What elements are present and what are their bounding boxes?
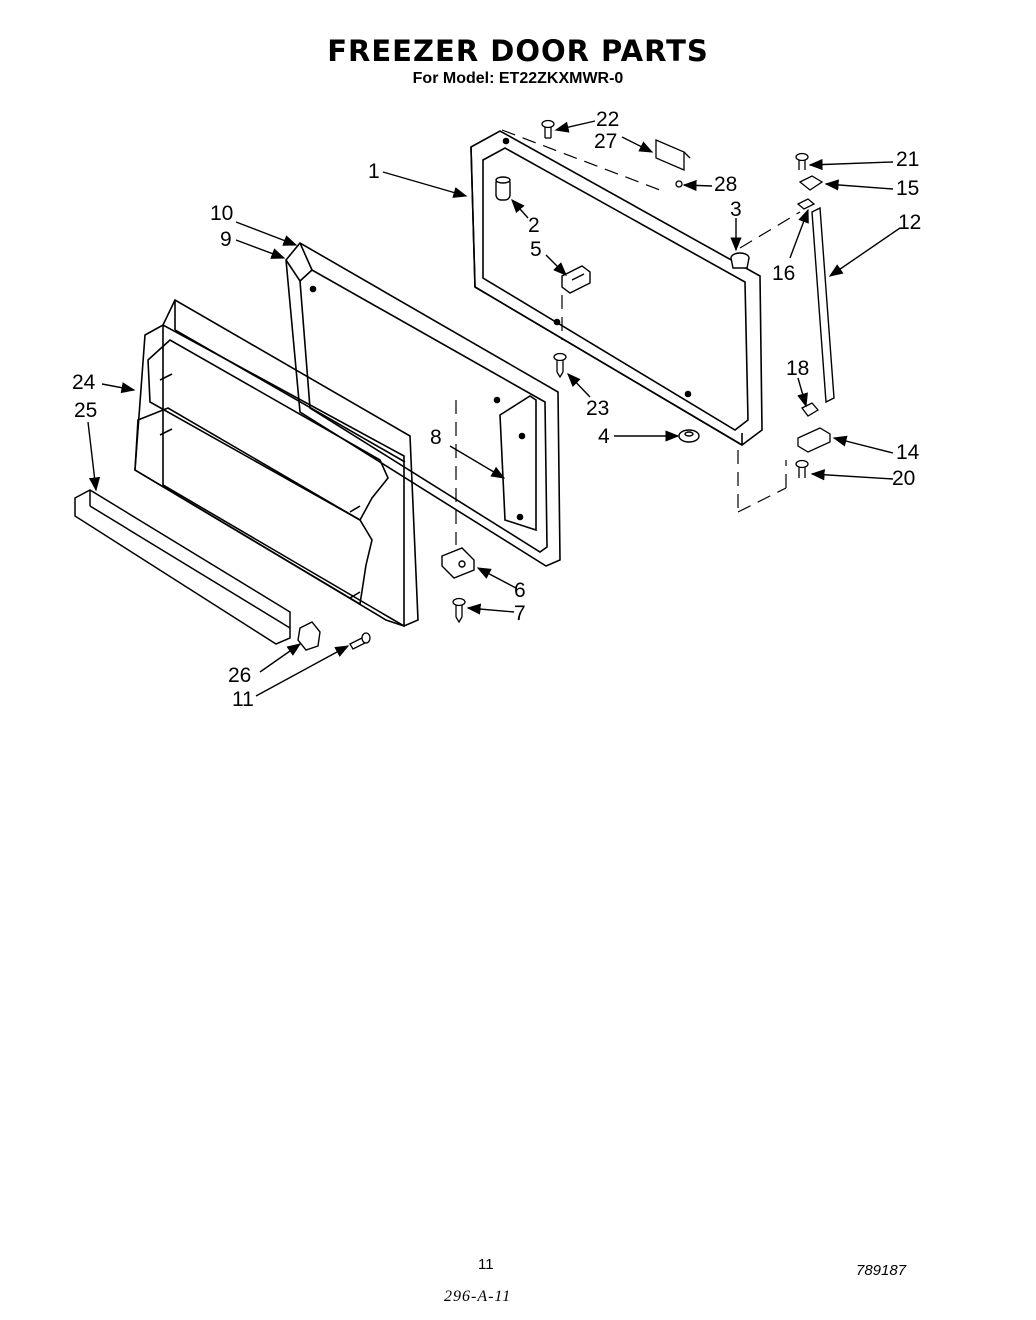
hinge-bracket-6-part: [441, 547, 475, 579]
callout-27: 27: [594, 130, 617, 153]
door-liner-frame: [285, 241, 561, 567]
callout-26: 26: [228, 664, 251, 687]
callout-labels: 1234567891011121415161820212223242526272…: [72, 108, 921, 711]
callout-11: 11: [232, 688, 254, 711]
callout-20: 20: [892, 467, 915, 490]
callout-3: 3: [730, 198, 742, 221]
upper-hinge-hardware: [795, 152, 824, 210]
cam-bracket-part: [561, 265, 591, 294]
callout-7: 7: [514, 602, 526, 625]
screw-22-part: [541, 119, 555, 139]
end-cap-part: [297, 621, 321, 651]
screw-7-part: [452, 597, 466, 624]
callout-4: 4: [598, 425, 610, 448]
callout-12: 12: [898, 211, 921, 234]
callout-6: 6: [514, 579, 526, 602]
callout-1: 1: [368, 160, 380, 183]
callout-28: 28: [714, 173, 737, 196]
washer-4-part: [678, 429, 700, 443]
shelf-bar-part: [74, 489, 291, 645]
door-handle-strip-part: [811, 206, 835, 404]
callout-24: 24: [72, 371, 96, 394]
model-subtitle: For Model: ET22ZKXMWR-0: [412, 70, 624, 87]
door-stop-part: [495, 176, 511, 201]
screw-23-part: [553, 352, 567, 379]
page-number: 11: [478, 1256, 494, 1273]
lower-hinge-hardware: [795, 402, 831, 478]
callout-22: 22: [596, 108, 619, 131]
callout-9: 9: [220, 228, 232, 251]
callout-23: 23: [586, 397, 609, 420]
callout-21: 21: [896, 148, 919, 171]
leader-arrows: [87, 120, 901, 697]
callout-2: 2: [528, 214, 540, 237]
callout-16: 16: [772, 262, 795, 285]
screw-11-part: [349, 632, 371, 650]
handwritten-reference: 296-A-11: [444, 1288, 512, 1305]
callout-25: 25: [74, 399, 97, 422]
callout-18: 18: [786, 357, 809, 380]
label-plate-part: [655, 139, 691, 188]
alignment-lines: [455, 129, 801, 545]
callout-8: 8: [430, 426, 442, 449]
door-liner-shelves: [134, 298, 419, 628]
page-title: FREEZER DOOR PARTS: [327, 34, 709, 68]
callout-15: 15: [896, 177, 919, 200]
door-outer-panel: [470, 130, 763, 446]
callout-5: 5: [530, 238, 542, 261]
callout-14: 14: [896, 441, 920, 464]
callout-10: 10: [210, 202, 233, 225]
bushing-3-part: [730, 252, 750, 269]
document-number: 789187: [856, 1262, 907, 1279]
